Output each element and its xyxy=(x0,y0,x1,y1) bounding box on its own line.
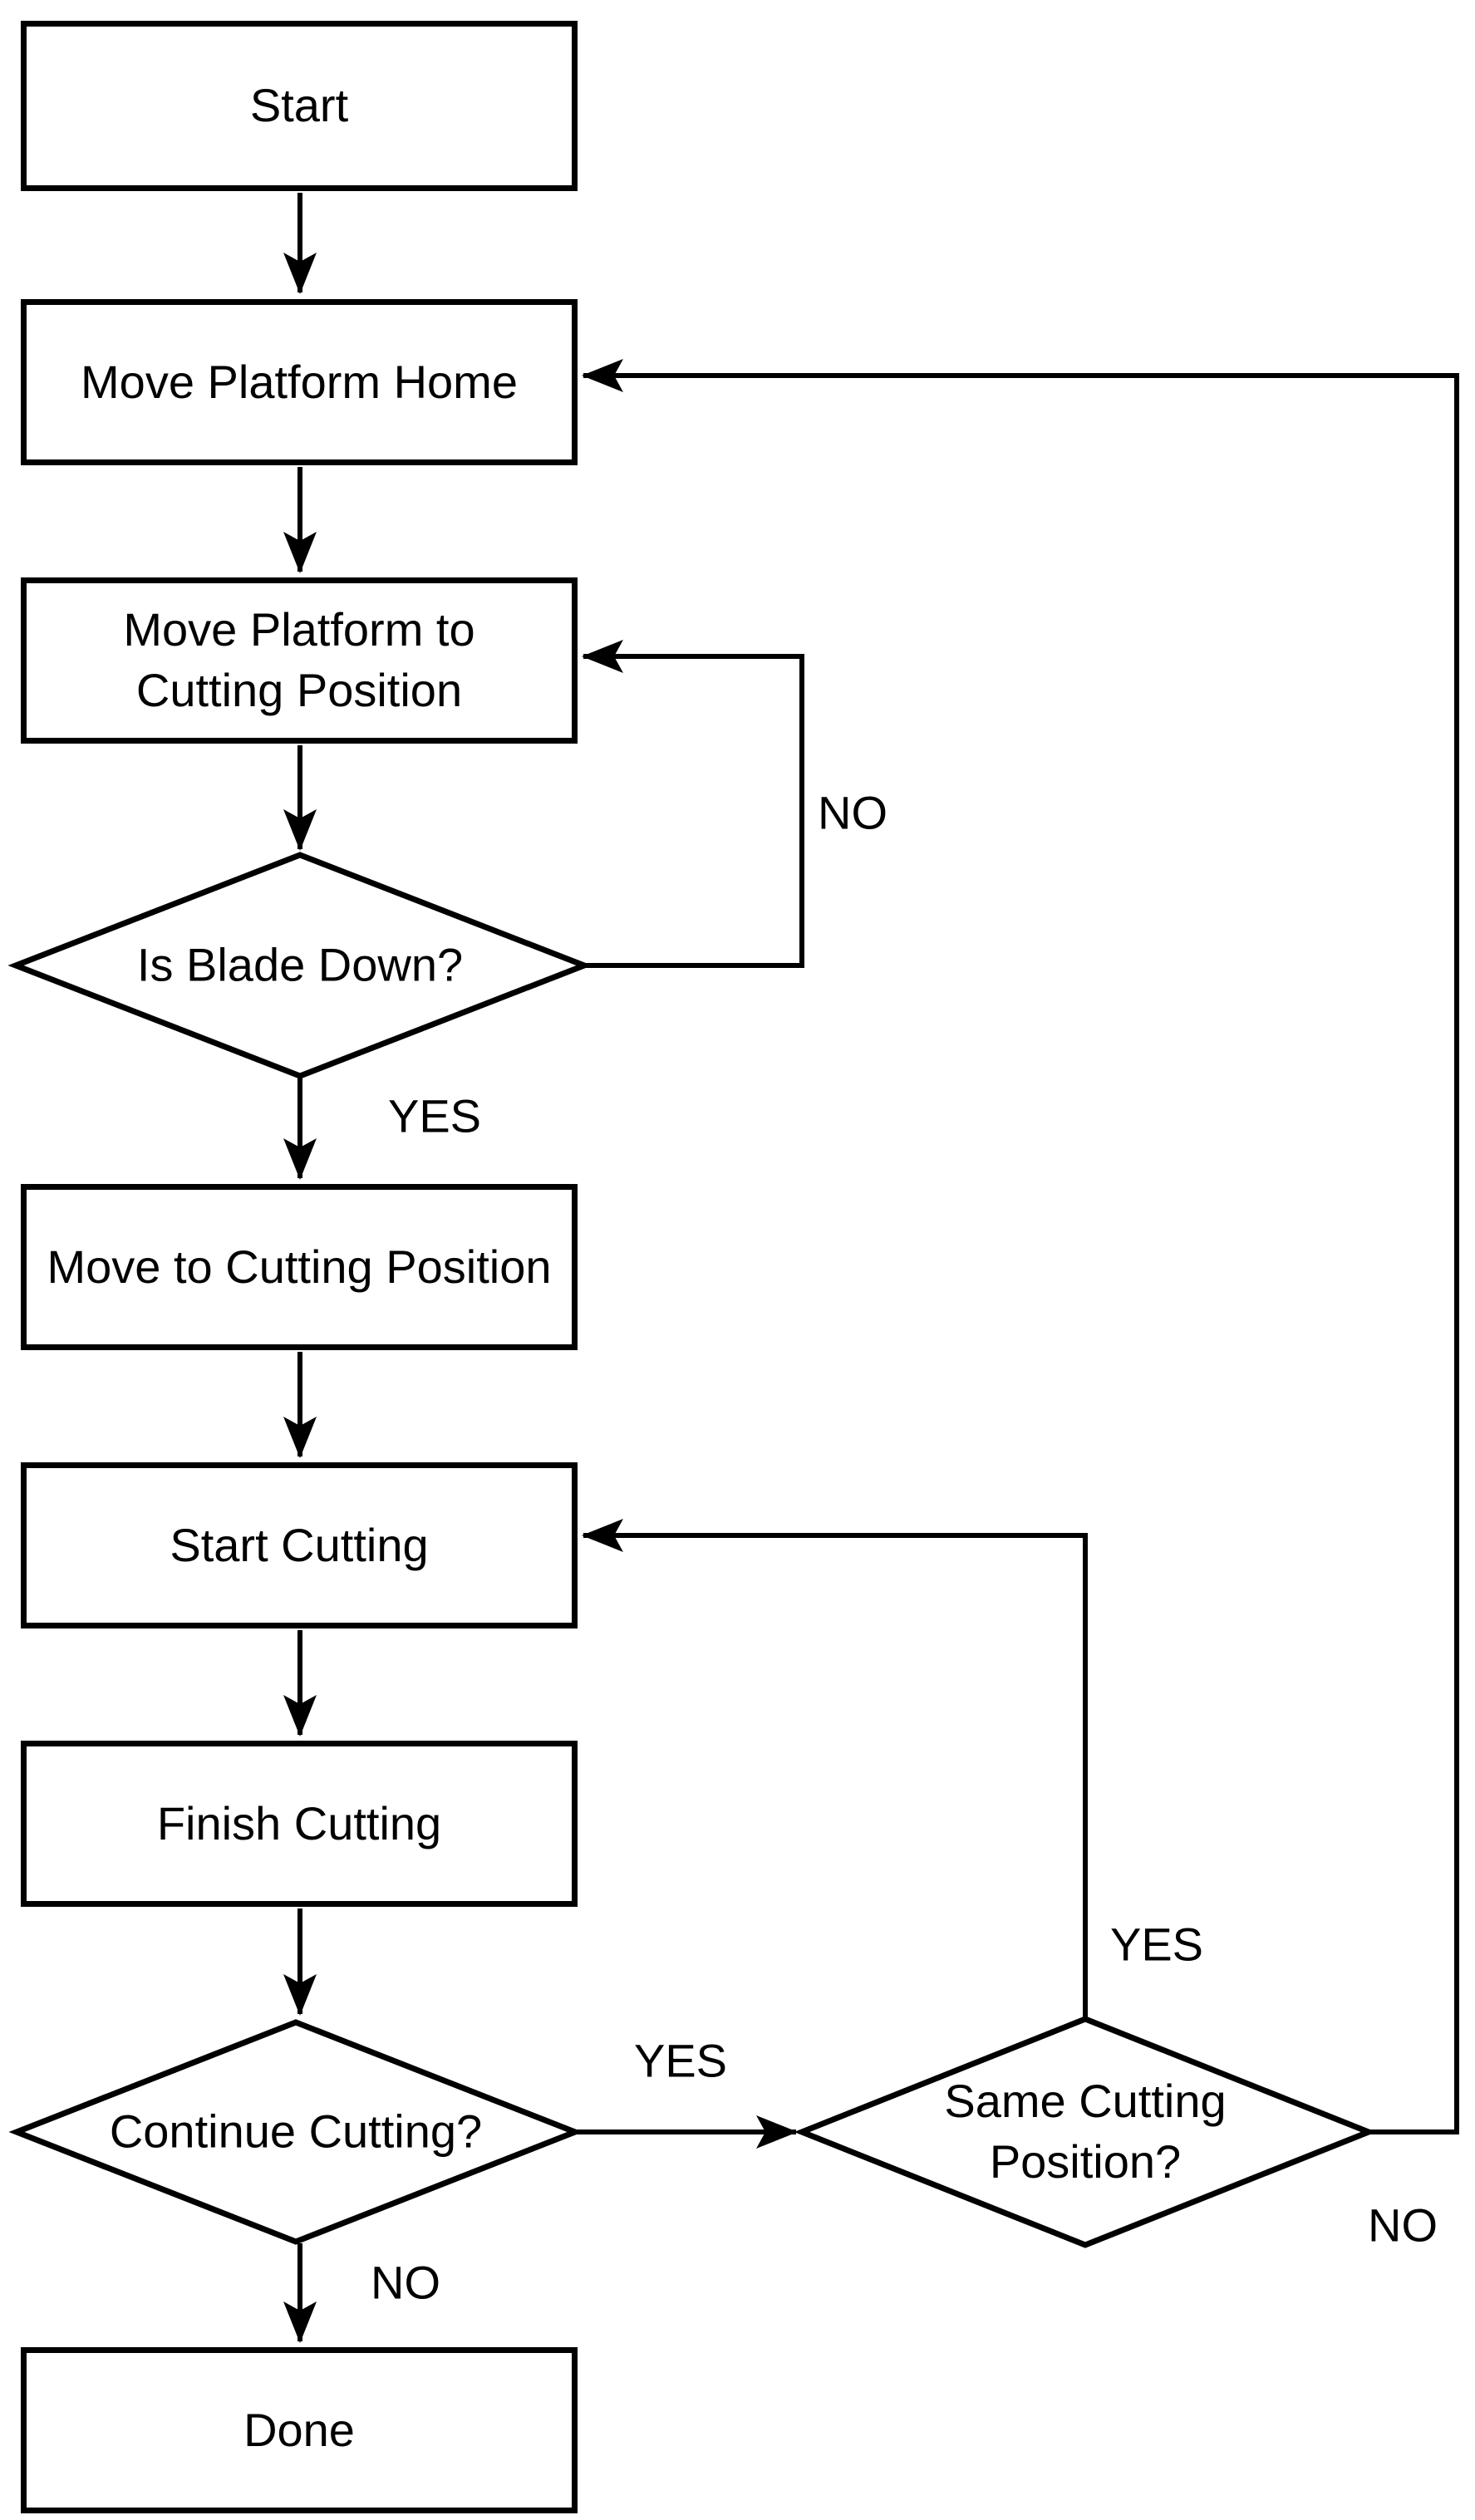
node-move-platform-home: Move Platform Home xyxy=(21,299,578,465)
node-finish-cutting: Finish Cutting xyxy=(21,1741,578,1907)
node-is-blade-down-label: Is Blade Down? xyxy=(136,938,464,991)
node-same-cutting-position-label: Same Cutting Position? xyxy=(944,2075,1227,2188)
diamond-continue-cutting xyxy=(8,2019,583,2245)
edge-same-cutting-position-no-arrow xyxy=(582,359,1459,2134)
node-move-to-cutting-position: Move to Cutting Position xyxy=(21,1184,578,1350)
diamond-is-blade-down xyxy=(7,852,592,1079)
node-start-cutting: Start Cutting xyxy=(21,1462,578,1628)
diamond-same-cutting-position xyxy=(794,2016,1377,2248)
edge-label-is-blade-down-yes: YES xyxy=(387,1089,482,1142)
edge-same-cutting-position-yes-arrow xyxy=(582,1519,1088,2019)
edge-label-is-blade-down-no: NO xyxy=(818,786,887,839)
edge-label-continue-cutting-yes: YES xyxy=(633,2034,728,2087)
edge-is-blade-down-no-arrow xyxy=(582,640,804,968)
edge-label-continue-cutting-no: NO xyxy=(371,2256,440,2309)
edge-label-same-cutting-position-yes: YES xyxy=(1109,1918,1204,1971)
node-done: Done xyxy=(21,2347,578,2513)
edge-label-same-cutting-position-no: NO xyxy=(1368,2198,1438,2252)
node-continue-cutting-label: Continue Cutting? xyxy=(109,2105,483,2158)
node-move-platform-to-cutting-position: Move Platform to Cutting Position xyxy=(21,577,578,744)
node-start: Start xyxy=(21,21,578,191)
